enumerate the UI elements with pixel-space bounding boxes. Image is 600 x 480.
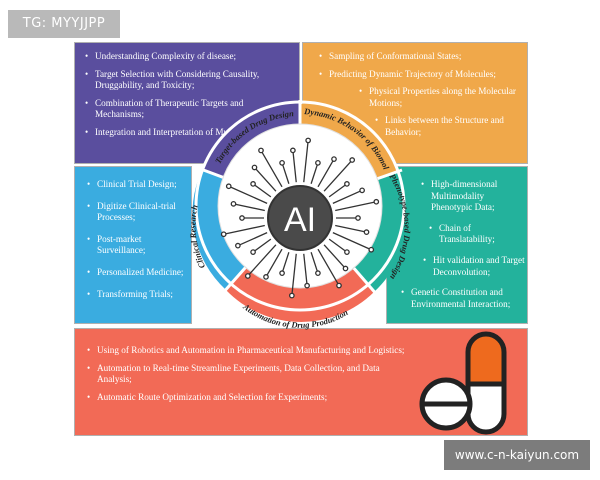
watermark-bottom-right: www.c-n-kaiyun.com bbox=[444, 440, 590, 470]
circuit-trace bbox=[317, 158, 335, 188]
circuit-trace bbox=[323, 244, 346, 269]
circuit-node bbox=[344, 249, 350, 255]
circuit-trace bbox=[310, 252, 319, 274]
list-top-left: Understanding Complexity of disease; Tar… bbox=[85, 51, 289, 145]
circuit-chip-icon bbox=[220, 137, 380, 299]
circuit-node bbox=[336, 282, 342, 289]
circuit-node bbox=[368, 246, 375, 253]
list-item: Understanding Complexity of disease; bbox=[85, 51, 289, 63]
list-item: Integration and Interpretation of Multi-… bbox=[85, 127, 289, 139]
list-bottom: Using of Robotics and Automation in Phar… bbox=[87, 345, 405, 409]
circuit-trace bbox=[233, 203, 265, 212]
list-middle-right: High-dimensional Multimodality Phenotypi… bbox=[401, 179, 525, 319]
circuit-node bbox=[344, 181, 350, 187]
circuit-trace bbox=[292, 150, 297, 183]
circuit-trace bbox=[303, 140, 309, 183]
circuit-trace bbox=[335, 201, 377, 212]
circuit-node bbox=[290, 147, 296, 154]
circuit-trace bbox=[310, 162, 319, 184]
list-item: Sampling of Conformational States; bbox=[319, 51, 523, 63]
list-item: Predicting Dynamic Trajectory of Molecul… bbox=[319, 69, 523, 81]
circuit-trace bbox=[228, 185, 268, 204]
circuit-node bbox=[315, 270, 321, 277]
circuit-trace bbox=[291, 253, 297, 296]
watermark-top-left: TG: MYYJJPP bbox=[8, 10, 120, 38]
panel-top-left: Understanding Complexity of disease; Tar… bbox=[74, 42, 300, 164]
panel-middle-right: High-dimensional Multimodality Phenotypi… bbox=[386, 166, 528, 324]
list-item: Transforming Trials; bbox=[87, 289, 187, 301]
circuit-node bbox=[244, 273, 251, 279]
circuit-trace bbox=[323, 159, 353, 192]
list-item: Automatic Route Optimization and Selecti… bbox=[87, 392, 405, 404]
circuit-trace bbox=[237, 232, 268, 247]
list-item: Chain of Translatability; bbox=[429, 223, 525, 246]
list-item: High-dimensional Multimodality Phenotypi… bbox=[421, 179, 525, 214]
circuit-trace bbox=[252, 238, 272, 253]
circuit-node bbox=[288, 292, 295, 299]
circuit-node bbox=[250, 181, 256, 187]
circuit-node bbox=[279, 270, 285, 277]
circuit-trace bbox=[254, 167, 277, 192]
list-item: Hit validation and Target Deconvolution; bbox=[423, 255, 525, 278]
circuit-trace bbox=[252, 183, 272, 198]
circuit-trace bbox=[265, 248, 283, 278]
circuit-trace bbox=[317, 248, 340, 286]
circuit-trace bbox=[328, 183, 348, 198]
list-item: Combination of Therapeutic Targets and M… bbox=[85, 98, 289, 121]
circuit-node bbox=[304, 282, 310, 289]
list-middle-left: Clinical Trial Design; Digitize Clinical… bbox=[87, 179, 187, 310]
circuit-trace bbox=[223, 224, 265, 235]
list-item: Links between the Structure and Behavior… bbox=[375, 115, 523, 138]
circuit-node bbox=[373, 198, 380, 205]
circuit-trace bbox=[332, 189, 363, 204]
circuit-node bbox=[258, 147, 264, 154]
circuit-node bbox=[225, 183, 232, 190]
circuit-node bbox=[315, 159, 321, 166]
circuit-trace bbox=[247, 244, 277, 277]
list-item: Post-market Surveillance; bbox=[87, 234, 187, 257]
list-item: Using of Robotics and Automation in Phar… bbox=[87, 345, 405, 357]
list-item: Personalized Medicine; bbox=[87, 267, 187, 279]
circuit-node bbox=[230, 201, 237, 207]
circuit-node bbox=[342, 265, 349, 272]
list-item: Physical Properties along the Molecular … bbox=[359, 86, 523, 109]
circuit-node bbox=[251, 164, 258, 171]
circuit-node bbox=[355, 215, 361, 221]
circuit-trace bbox=[281, 162, 290, 184]
circuit-trace bbox=[303, 253, 308, 286]
circuit-trace bbox=[281, 252, 290, 274]
panel-middle-left: Clinical Trial Design; Digitize Clinical… bbox=[74, 166, 192, 324]
list-item: Clinical Trial Design; bbox=[87, 179, 187, 191]
ai-label: AI bbox=[284, 201, 316, 239]
circuit-node bbox=[220, 231, 227, 238]
circuit-node bbox=[359, 187, 365, 194]
circuit-node bbox=[239, 215, 245, 221]
circuit-node bbox=[305, 137, 312, 144]
circuit-node bbox=[279, 159, 285, 166]
circuit-node bbox=[349, 157, 356, 163]
circuit-trace bbox=[328, 238, 348, 253]
circuit-trace bbox=[260, 150, 283, 188]
circuit-trace bbox=[332, 232, 372, 251]
list-item: Target Selection with Considering Causal… bbox=[85, 69, 289, 92]
circuit-node bbox=[363, 229, 370, 235]
list-top-right: Sampling of Conformational States; Predi… bbox=[319, 51, 523, 145]
list-item: Genetic Constitution and Environmental I… bbox=[401, 287, 525, 310]
circuit-trace bbox=[335, 224, 367, 233]
circuit-node bbox=[263, 274, 269, 280]
list-item: Automation to Real-time Streamline Exper… bbox=[87, 363, 405, 386]
circuit-node bbox=[235, 242, 241, 249]
circuit-node bbox=[250, 249, 256, 255]
circuit-node bbox=[331, 156, 337, 162]
list-item: Digitize Clinical-trial Processes; bbox=[87, 201, 187, 224]
ai-core bbox=[267, 185, 333, 251]
